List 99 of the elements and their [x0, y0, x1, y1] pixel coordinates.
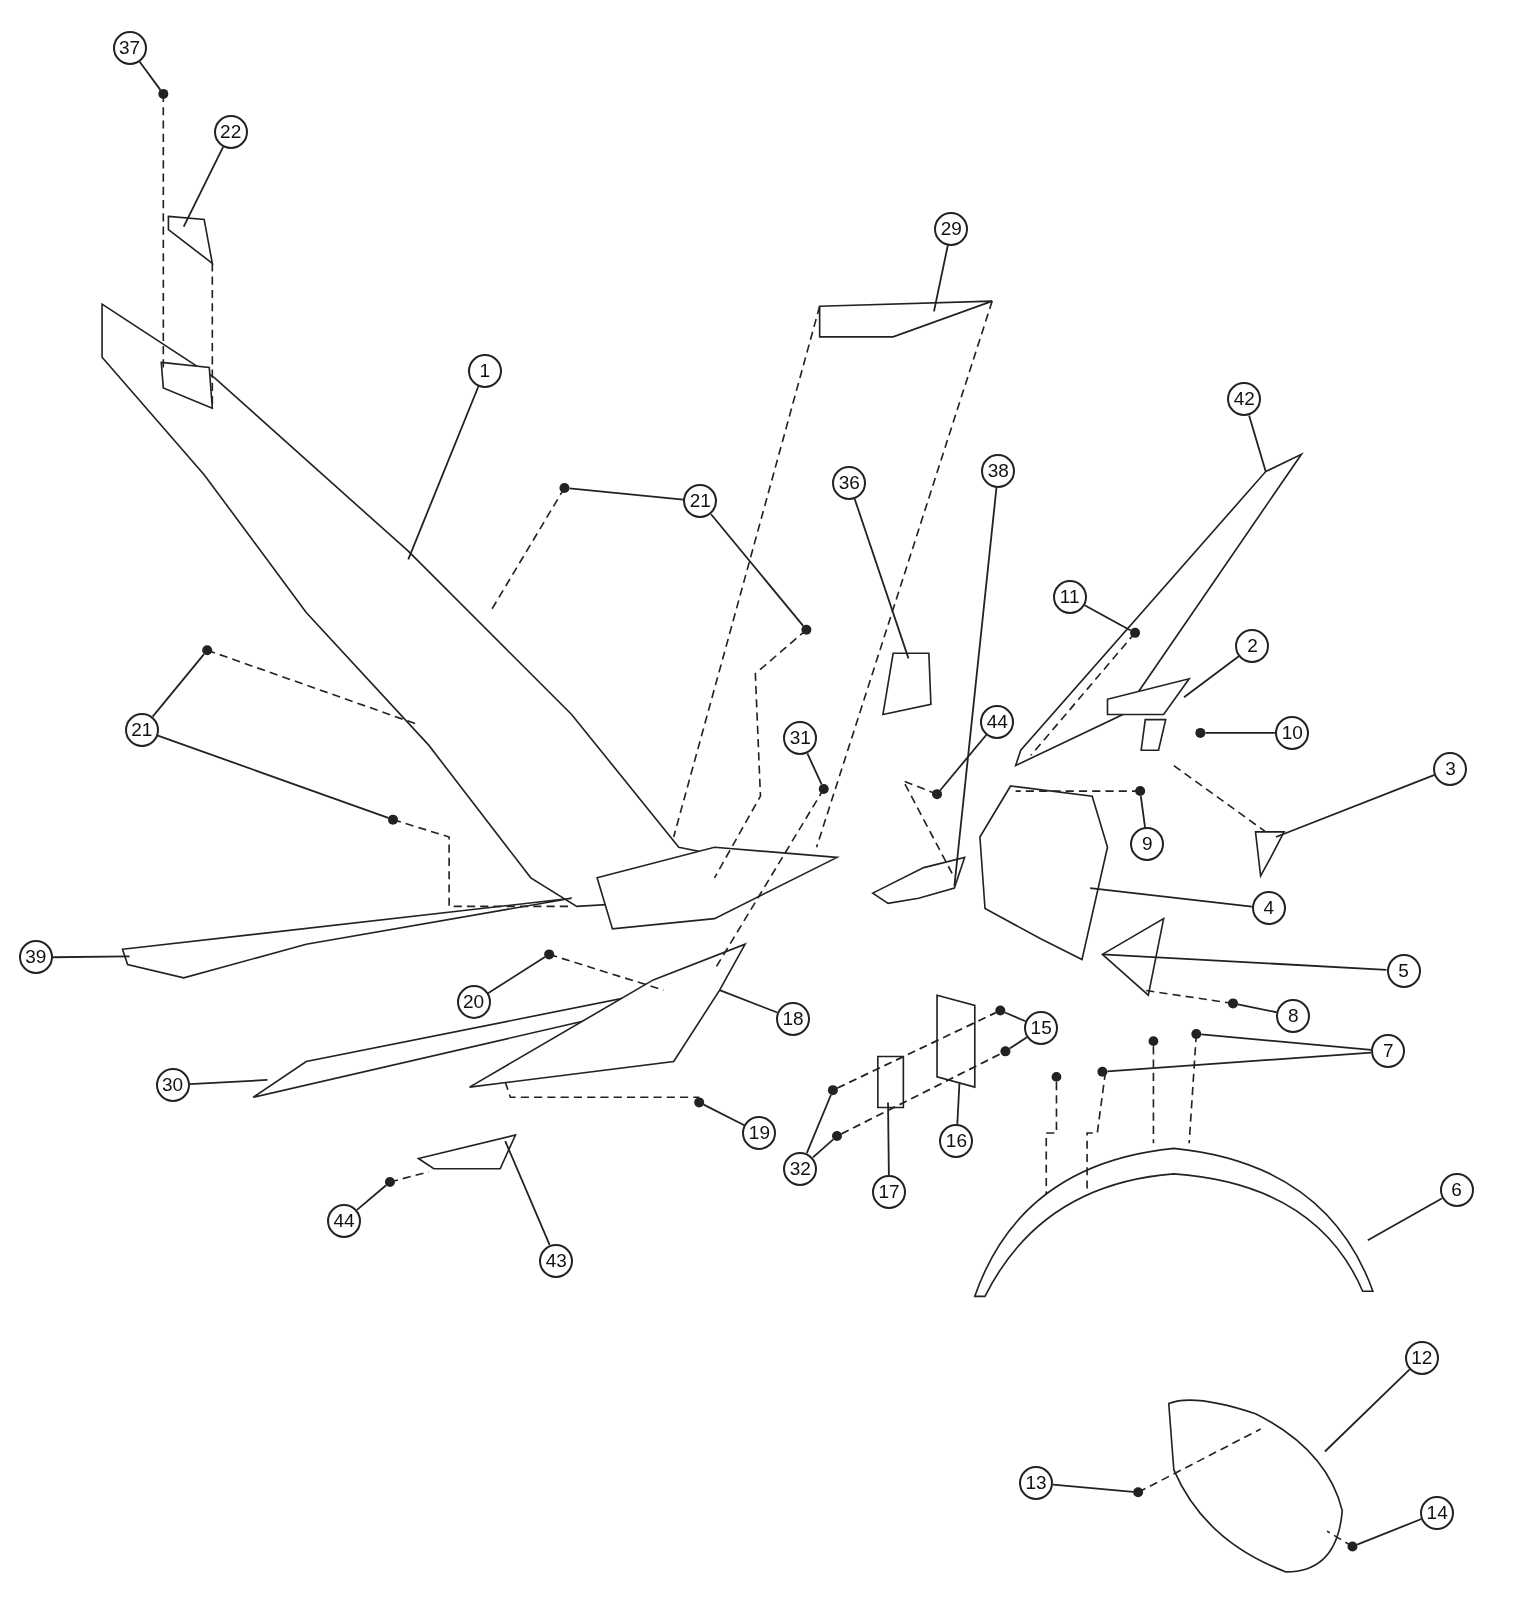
callout-number: 42: [1227, 382, 1262, 417]
leader-line: [718, 989, 779, 1014]
leader-line: [1366, 1197, 1443, 1242]
callout-number: 32: [783, 1151, 818, 1186]
callout-number: 15: [1024, 1010, 1059, 1045]
callout-number: 1: [467, 353, 502, 388]
assembly-line: [840, 1052, 1002, 1135]
leader-line: [1083, 604, 1132, 632]
leader-line: [933, 244, 949, 313]
bolt-icon: [995, 1005, 1006, 1016]
bolt-icon: [1347, 1541, 1358, 1552]
leader-line: [51, 955, 131, 959]
callout-number: 5: [1386, 953, 1421, 988]
leader-line: [1101, 953, 1388, 971]
bolt-icon: [832, 1131, 842, 1142]
bolt-icon: [801, 624, 812, 635]
callout-number: 12: [1404, 1340, 1439, 1375]
leader-line: [1324, 1368, 1411, 1453]
callout-number: 4: [1251, 891, 1286, 926]
leader-line: [1237, 1003, 1278, 1014]
bolt-icon: [544, 949, 555, 960]
callout-number: 44: [980, 704, 1015, 739]
leader-line: [1052, 1483, 1135, 1493]
callout-number: 18: [776, 1001, 811, 1036]
callout-number: 3: [1433, 751, 1468, 786]
callout-number: 11: [1052, 580, 1087, 615]
leader-line: [138, 60, 162, 91]
bolt-icon: [158, 88, 169, 99]
bolt-icon: [1000, 1046, 1011, 1057]
bolt-icon: [818, 784, 829, 795]
bolt-icon: [388, 814, 398, 825]
leader-line: [805, 1093, 832, 1154]
callout-number: 9: [1130, 827, 1165, 862]
callout-number: 7: [1371, 1034, 1406, 1069]
callout-number: 6: [1439, 1173, 1474, 1208]
callout-number: 37: [112, 30, 147, 65]
leader-line: [1139, 795, 1146, 829]
callout-number: 17: [872, 1175, 907, 1210]
leader-line: [157, 734, 390, 819]
leader-line: [182, 146, 225, 228]
bolt-icon: [1228, 998, 1239, 1009]
leader-line: [1183, 655, 1240, 699]
leader-line: [887, 1101, 890, 1177]
leader-line: [1275, 773, 1436, 838]
leader-line: [1356, 1518, 1423, 1546]
bolt-icon: [202, 645, 213, 656]
callout-number: 10: [1275, 715, 1310, 750]
callout-number: 13: [1019, 1466, 1054, 1501]
callout-number: 20: [456, 985, 491, 1020]
leader-line: [710, 513, 805, 627]
leader-line: [407, 385, 480, 561]
leader-line: [1204, 732, 1277, 734]
callout-number: 2: [1235, 629, 1270, 664]
leader-line: [188, 1079, 269, 1086]
leader-line: [1200, 1033, 1373, 1051]
leader-line: [1089, 887, 1253, 908]
callout-number: 16: [939, 1124, 974, 1159]
bolt-icon: [384, 1177, 395, 1187]
callout-number: 36: [832, 465, 867, 500]
callout-number: 19: [742, 1116, 777, 1150]
bolt-icon: [1195, 727, 1206, 738]
bolt-icon: [694, 1097, 705, 1108]
leader-line: [568, 487, 685, 501]
bolt-icon: [1130, 627, 1141, 638]
callout-number: 38: [981, 453, 1016, 488]
assembly-line: [836, 1011, 997, 1089]
callout-number: 22: [213, 114, 248, 149]
bolt-icon: [1097, 1066, 1108, 1077]
bolt-icon: [932, 789, 943, 800]
callout-number: 31: [783, 721, 818, 755]
callout-number: 21: [124, 712, 159, 747]
leader-line: [151, 653, 205, 718]
callout-number: 21: [683, 484, 718, 519]
callout-number: 43: [539, 1243, 574, 1278]
bolt-icon: [559, 482, 570, 493]
callout-number: 44: [327, 1203, 361, 1238]
leader-line: [853, 498, 910, 660]
leader-line: [504, 1140, 551, 1246]
bolt-icon: [827, 1085, 838, 1096]
leader-line: [1004, 1011, 1027, 1023]
leader-line: [806, 752, 823, 786]
leader-line: [487, 956, 546, 995]
bolt-icon: [1135, 786, 1146, 797]
leader-line: [953, 486, 998, 887]
leader-line: [812, 1138, 835, 1159]
callout-number: 8: [1276, 998, 1311, 1033]
leader-line: [956, 1081, 961, 1126]
bolt-icon: [1133, 1487, 1144, 1498]
callout-number: 39: [18, 940, 53, 975]
leader-line: [939, 733, 988, 792]
leader-line: [1248, 414, 1267, 473]
callout-number: 30: [155, 1068, 190, 1103]
leader-line: [1106, 1051, 1373, 1073]
callout-number: 14: [1420, 1495, 1455, 1530]
leader-line: [1008, 1036, 1028, 1050]
leader-line: [356, 1184, 387, 1211]
bolt-icon: [1191, 1029, 1202, 1039]
leader-line: [702, 1103, 746, 1127]
callout-number: 29: [934, 211, 969, 246]
